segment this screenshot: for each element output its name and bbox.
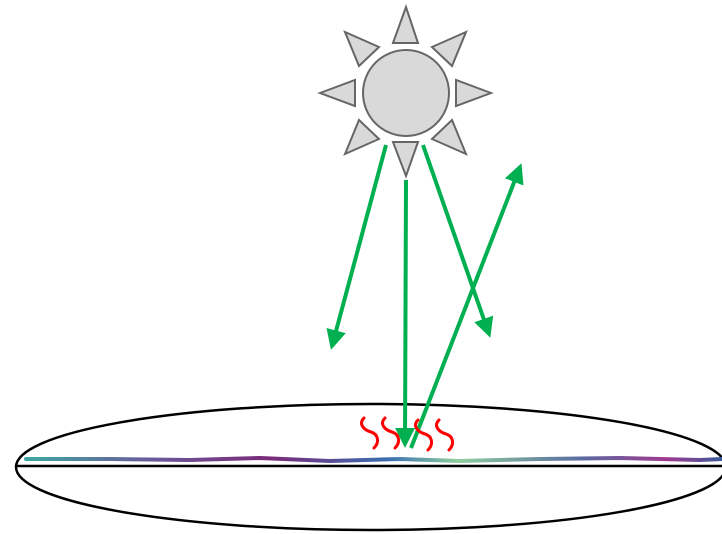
sun-ray-left bbox=[317, 78, 356, 108]
heat-wave-4 bbox=[435, 418, 455, 452]
sun-ray-top-right bbox=[430, 30, 468, 68]
outgoing-ray-arrow bbox=[409, 163, 524, 449]
sun-ray-right bbox=[455, 78, 494, 108]
surface-color-band bbox=[24, 455, 722, 464]
incoming-ray-arrow-center bbox=[395, 179, 416, 448]
sun-icon bbox=[317, 3, 494, 179]
heat-wave-1 bbox=[360, 416, 380, 450]
sun-disc bbox=[362, 49, 450, 137]
sun-ray-bottom-right bbox=[430, 118, 468, 156]
surface-plane bbox=[14, 402, 722, 532]
radiation-arrows bbox=[326, 144, 524, 449]
incoming-ray-arrow-left bbox=[326, 144, 388, 350]
sun-ray-top-left bbox=[343, 30, 381, 68]
heat-waves bbox=[360, 416, 455, 452]
heat-wave-3 bbox=[414, 418, 434, 452]
incoming-ray-arrow-right bbox=[421, 144, 494, 338]
sun-ray-top bbox=[391, 3, 420, 44]
heat-wave-2 bbox=[381, 416, 401, 450]
sun-ray-bottom-left bbox=[343, 118, 381, 156]
sun-ray-bottom bbox=[391, 141, 420, 179]
